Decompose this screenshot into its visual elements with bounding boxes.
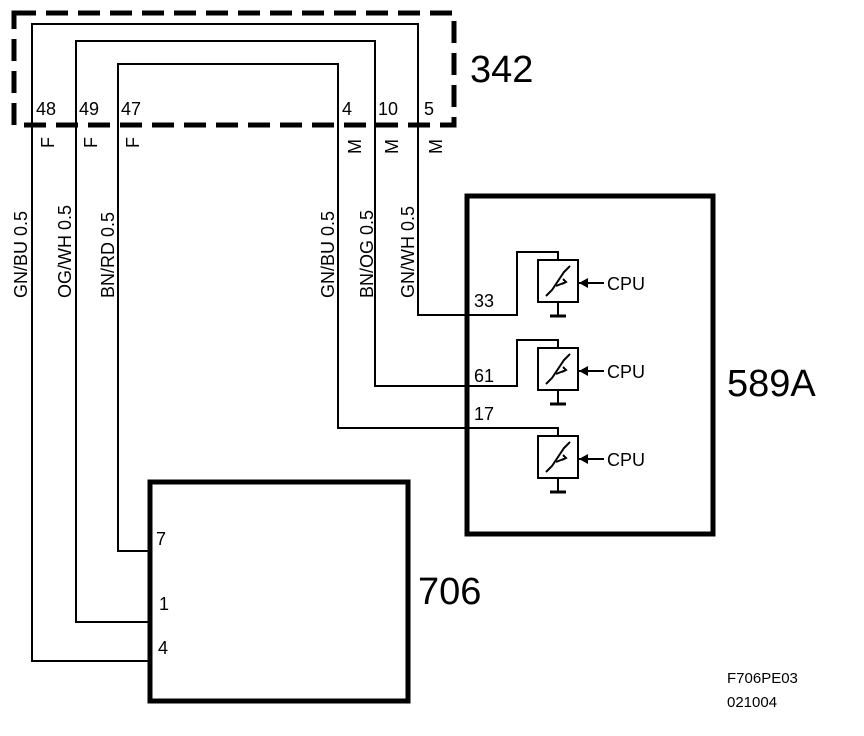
module-589a-pin-33: 33 [474,291,494,311]
pin-10-label: 10 [378,99,398,119]
wire-gn-wh-run [417,125,467,316]
cpu-label-1: CPU [607,274,645,294]
output-driver-2 [537,347,604,406]
wire-label-bn-og: BN/OG 0.5 [357,210,377,298]
wire-label-gn-wh: GN/WH 0.5 [398,206,418,298]
module-589a-pin-17: 17 [474,404,494,424]
wire-label-gn-bu-left: GN/BU 0.5 [11,211,31,298]
module-589a-box [464,193,716,537]
wire-og-wh-left-run [75,125,150,623]
output-driver-1 [537,259,604,318]
wire-label-bn-rd: BN/RD 0.5 [98,212,118,298]
internal-wire-17 [467,427,559,436]
wire-gn-bu-right-run [337,125,467,429]
wire-og-wh-49 [75,40,376,125]
pin-47-label: 47 [121,99,141,119]
module-706-pin-7: 7 [156,529,166,549]
internal-wire-61 [467,339,559,387]
cpu-label-3: CPU [607,450,645,470]
module-589a-pin-61: 61 [474,366,494,386]
pin-49-label: 49 [79,99,99,119]
pin-48-label: 48 [36,99,56,119]
internal-wire-33 [467,251,559,316]
wire-gn-bu-48-to-706-pin-4 [31,23,419,125]
figure-code-line-2: 021004 [727,694,777,711]
wire-bn-og-run [374,125,467,387]
wire-label-gn-bu-right: GN/BU 0.5 [318,211,338,298]
pin-4-gender: M [345,139,365,154]
pin-49-gender: F [81,137,101,148]
cpu-label-2: CPU [607,362,645,382]
module-706-pin-4: 4 [158,638,168,658]
wire-gn-bu-left-run [31,125,150,662]
figure-code-line-1: F706PE03 [727,670,798,687]
wire-bn-rd-left-run [117,125,150,552]
pin-10-gender: M [382,139,402,154]
pin-47-gender: F [123,137,143,148]
module-706-box [147,479,411,704]
output-driver-3 [537,435,604,494]
pin-5-label: 5 [424,99,434,119]
pin-5-gender: M [426,139,446,154]
module-706-pin-1: 1 [159,594,169,614]
module-706-label: 706 [418,571,481,613]
wire-bn-rd-47 [117,63,339,125]
connector-342-outline [11,10,457,128]
module-589a-label: 589A [727,363,816,405]
pin-48-gender: F [38,137,58,148]
wire-label-og-wh: OG/WH 0.5 [55,205,75,298]
connector-342-label: 342 [470,49,533,91]
pin-4-label: 4 [342,99,352,119]
